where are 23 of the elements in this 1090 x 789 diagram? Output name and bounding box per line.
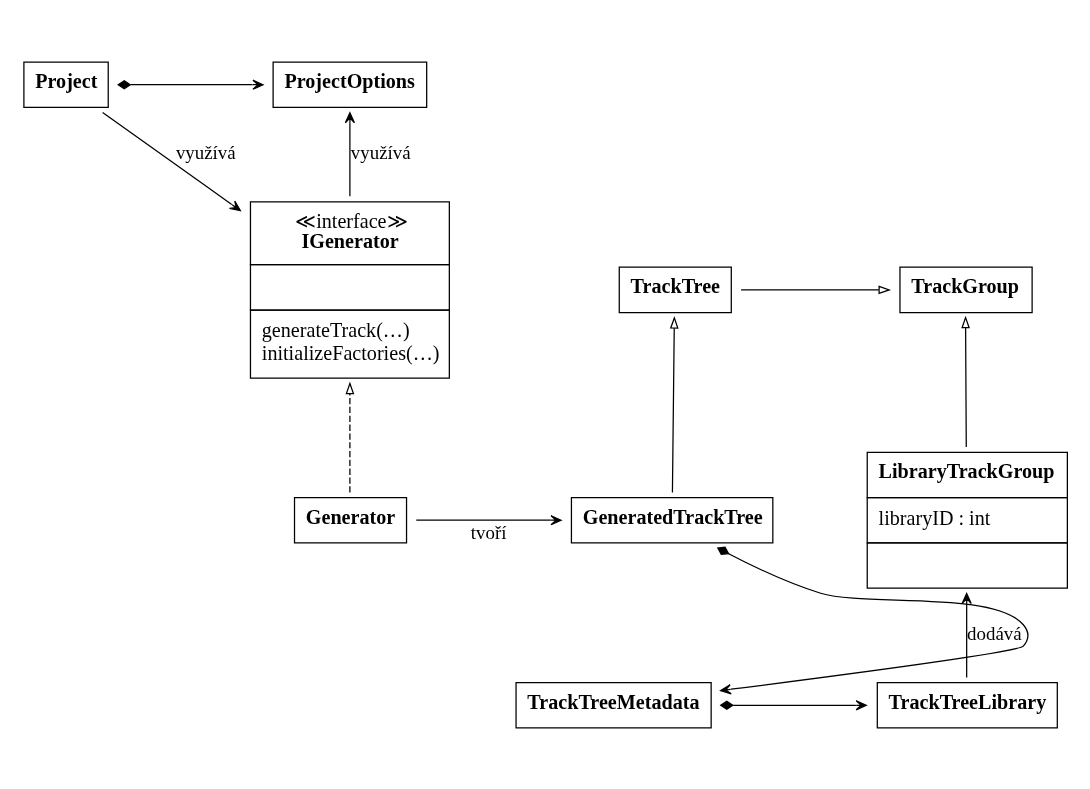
node-box: ProjectOptions [272,60,428,108]
arrow [716,546,1029,694]
node-box: Project [23,60,109,108]
edge-label: využívá [350,141,411,163]
node-box: TrackTreeMetadata [515,681,712,729]
node-box: TrackGroup [899,266,1033,313]
node-box: GeneratedTrackTree [570,496,774,544]
edge-label: dodává [967,622,1022,644]
arrow [719,699,867,710]
node-box: Generator [293,496,408,544]
arrow [344,111,356,197]
arrow [740,285,892,294]
edge-label: využívá [175,141,236,163]
arrow [415,514,562,525]
arrow [345,381,355,493]
edge-label: tvoří [470,521,507,543]
arrow [102,111,241,211]
node-box: TrackTree [618,266,732,313]
arrow [961,315,971,448]
node-box: TrackTreeLibrary [876,681,1058,729]
arrow [961,592,972,678]
arrow [669,315,679,493]
arrow [117,79,264,90]
